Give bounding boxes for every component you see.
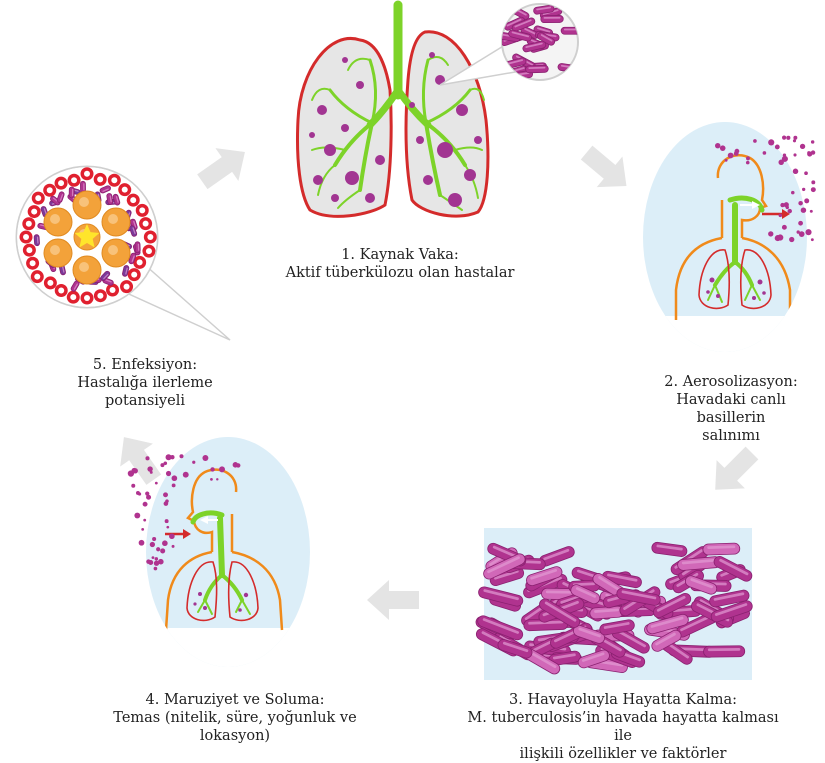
airway-icon bbox=[190, 510, 251, 615]
stage-5-title: 5. Enfeksiyon: bbox=[92, 357, 198, 373]
bacilli-closeup bbox=[502, 4, 578, 80]
stage-3-description-line-2: ilişkili özellikler ve faktörler bbox=[519, 746, 727, 762]
stage-2-description-line-2: salınımı bbox=[702, 428, 760, 444]
stage-1-description: Aktif tüberkülozu olan hastalar bbox=[285, 265, 515, 281]
arrow-down-right-icon bbox=[580, 145, 627, 188]
stage-4-label: 4. Maruziyet ve Soluma: Temas (nitelik, … bbox=[100, 691, 370, 745]
granuloma-icon bbox=[17, 167, 157, 307]
aerosolization-illustration bbox=[643, 122, 816, 352]
aerosol-droplets bbox=[715, 135, 816, 243]
lung-icon bbox=[296, 30, 490, 218]
lung-lesions bbox=[706, 277, 766, 300]
lungs-icon bbox=[186, 561, 259, 622]
arrow-down-left-icon bbox=[715, 446, 759, 490]
stage-5-description-line-2: potansiyeli bbox=[105, 393, 185, 409]
stage-5-label: 5. Enfeksiyon: Hastalığa ilerleme potans… bbox=[60, 356, 230, 410]
stage-3-label: 3. Havayoluyla Hayatta Kalma: M. tubercu… bbox=[458, 691, 788, 763]
stage-3-description-line-1: M. tuberculosis’in havada hayatta kalmas… bbox=[467, 710, 779, 744]
arrow-up-left-icon bbox=[120, 437, 162, 485]
lungs-icon bbox=[698, 249, 772, 310]
stage-3-title: 3. Havayoluyla Hayatta Kalma: bbox=[509, 692, 737, 708]
infection-granuloma-illustration bbox=[15, 165, 231, 341]
stage-4-title: 4. Maruziyet ve Soluma: bbox=[145, 692, 325, 708]
stage-4-description-line-1: Temas (nitelik, süre, yoğunluk ve bbox=[113, 710, 357, 726]
arrow-up-right-icon bbox=[197, 148, 245, 190]
lung-lesions bbox=[193, 592, 249, 612]
aerosol-droplets bbox=[127, 454, 241, 571]
airway-icon bbox=[707, 195, 765, 303]
stage-1-label: 1. Kaynak Vaka: Aktif tüberkülozu olan h… bbox=[270, 246, 530, 282]
airway-tree bbox=[311, 0, 485, 211]
tb-lesions bbox=[309, 52, 482, 207]
stage-2-description-line-1: Havadaki canlı basillerin bbox=[676, 392, 786, 426]
source-case-lungs-illustration bbox=[296, 0, 579, 218]
airborne-bacilli-illustration bbox=[475, 528, 753, 680]
inhale-arrow-icon bbox=[165, 529, 191, 539]
stage-1-title: 1. Kaynak Vaka: bbox=[341, 247, 459, 263]
stage-2-title: 2. Aerosolizasyon: bbox=[664, 374, 798, 390]
arrow-left-icon bbox=[367, 580, 419, 620]
bacilli-cluster bbox=[475, 541, 753, 675]
stage-2-label: 2. Aerosolizasyon: Havadaki canlı basill… bbox=[642, 373, 820, 445]
person-silhouette-icon bbox=[164, 468, 284, 631]
stage-4-description-line-2: lokasyon) bbox=[199, 728, 271, 744]
stage-5-description-line-1: Hastalığa ilerleme bbox=[77, 375, 213, 391]
